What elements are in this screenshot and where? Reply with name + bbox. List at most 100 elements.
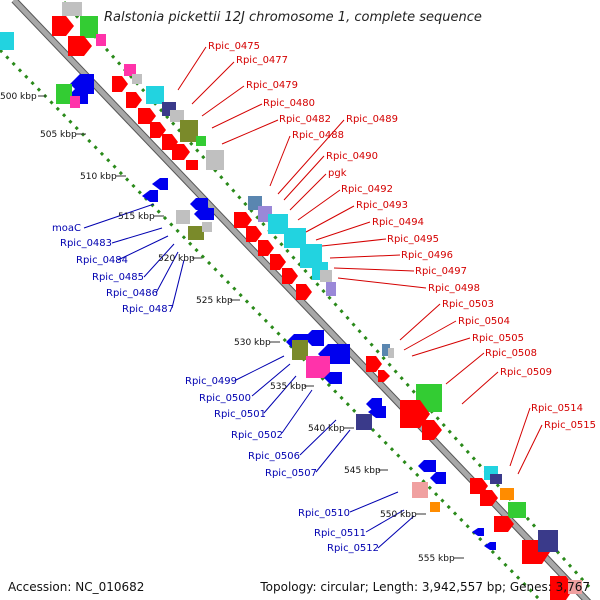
gene-arrow bbox=[112, 76, 128, 92]
gene-block bbox=[206, 150, 224, 170]
scale-label: 555 kbp bbox=[418, 554, 455, 564]
scale-label: 510 kbp bbox=[80, 172, 117, 182]
gene-block bbox=[70, 96, 80, 108]
gene-label: Rpic_0479 bbox=[246, 80, 298, 91]
gene-label: Rpic_0487 bbox=[122, 304, 174, 315]
gene-arrow bbox=[480, 490, 498, 506]
scale-label: 540 kbp bbox=[308, 424, 345, 434]
gene-arrow bbox=[422, 420, 442, 440]
gene-label: Rpic_0485 bbox=[92, 272, 144, 283]
gene-label: Rpic_0514 bbox=[531, 403, 583, 414]
gene-label: Rpic_0495 bbox=[387, 234, 439, 245]
gene-label: Rpic_0494 bbox=[372, 217, 424, 228]
gene-arrow bbox=[494, 516, 514, 532]
gene-arrow bbox=[484, 542, 496, 550]
gene-block bbox=[80, 16, 98, 38]
gene-label: Rpic_0508 bbox=[485, 348, 537, 359]
scale-label: 500 kbp bbox=[0, 92, 37, 102]
gene-arrow bbox=[234, 212, 252, 228]
gene-label: Rpic_0505 bbox=[472, 333, 524, 344]
gene-block bbox=[176, 210, 190, 224]
scale-label: 535 kbp bbox=[270, 382, 307, 392]
gene-label: Rpic_0511 bbox=[314, 528, 366, 539]
gene-block bbox=[356, 414, 372, 430]
gene-arrow bbox=[324, 372, 342, 384]
gene-label: Rpic_0475 bbox=[208, 41, 260, 52]
gene-label: Rpic_0502 bbox=[231, 430, 283, 441]
gene-block bbox=[180, 120, 198, 142]
gene-block bbox=[430, 502, 440, 512]
gene-label: Rpic_0486 bbox=[106, 288, 158, 299]
gene-arrow bbox=[126, 92, 142, 108]
gene-label: Rpic_0498 bbox=[428, 283, 480, 294]
gene-label: Rpic_0493 bbox=[356, 200, 408, 211]
gene-block bbox=[412, 482, 428, 498]
reverse-genes bbox=[0, 32, 496, 550]
gene-block bbox=[490, 474, 502, 484]
forward-genes bbox=[52, 2, 582, 600]
gene-block bbox=[268, 214, 288, 234]
gene-arrow bbox=[368, 406, 386, 418]
gene-block bbox=[132, 74, 142, 84]
gene-block bbox=[124, 64, 136, 76]
blue-leader-lines bbox=[83, 203, 415, 549]
gene-arrow bbox=[418, 460, 436, 472]
reverse-gene-labels: moaC Rpic_0483 Rpic_0484 Rpic_0485 Rpic_… bbox=[52, 223, 379, 554]
gene-label: Rpic_0499 bbox=[185, 376, 237, 387]
scale-label: 525 kbp bbox=[196, 296, 233, 306]
gene-label: Rpic_0497 bbox=[415, 266, 467, 277]
gene-label: Rpic_0509 bbox=[500, 367, 552, 378]
scale-ticks bbox=[38, 95, 464, 559]
gene-block bbox=[320, 270, 332, 282]
gene-block bbox=[292, 340, 308, 360]
gene-label: Rpic_0504 bbox=[458, 316, 510, 327]
gene-block bbox=[196, 136, 206, 146]
gene-label: pgk bbox=[328, 168, 347, 179]
gene-block bbox=[0, 32, 14, 50]
gene-block bbox=[146, 86, 164, 104]
gene-arrow bbox=[142, 190, 158, 202]
scale-label: 545 kbp bbox=[344, 466, 381, 476]
chromosome-backbone bbox=[12, 0, 590, 600]
gene-block bbox=[382, 344, 390, 356]
gene-block bbox=[500, 488, 514, 500]
gene-label: Rpic_0484 bbox=[76, 255, 128, 266]
gene-label: Rpic_0510 bbox=[298, 508, 350, 519]
gene-arrow bbox=[304, 330, 324, 346]
scale-label: 520 kbp bbox=[158, 254, 195, 264]
gene-block bbox=[388, 348, 394, 358]
gene-label: Rpic_0512 bbox=[327, 543, 379, 554]
gene-label: Rpic_0480 bbox=[263, 98, 315, 109]
gene-arrow bbox=[258, 240, 274, 256]
gene-block bbox=[284, 228, 306, 248]
gene-label: Rpic_0488 bbox=[292, 130, 344, 141]
gene-arrow bbox=[282, 268, 298, 284]
gene-arrow bbox=[190, 198, 208, 210]
gene-block bbox=[538, 530, 558, 552]
gene-block bbox=[56, 84, 72, 104]
gene-arrow bbox=[430, 472, 446, 484]
gene-arrow bbox=[472, 528, 484, 536]
gene-block bbox=[188, 226, 204, 240]
scale-label: 530 kbp bbox=[234, 338, 271, 348]
gene-label: Rpic_0501 bbox=[214, 409, 266, 420]
gene-label: Rpic_0477 bbox=[236, 55, 288, 66]
gene-label: Rpic_0503 bbox=[442, 299, 494, 310]
gene-block bbox=[568, 580, 582, 594]
gene-block bbox=[62, 2, 82, 16]
gene-arrow bbox=[194, 208, 214, 220]
gene-label: moaC bbox=[52, 223, 81, 234]
gene-arrow bbox=[172, 144, 190, 160]
scale-label: 550 kbp bbox=[380, 510, 417, 520]
gene-arrow bbox=[52, 16, 74, 36]
gene-arrow bbox=[378, 370, 390, 382]
gene-label: Rpic_0482 bbox=[279, 114, 331, 125]
inner-track-line bbox=[0, 48, 542, 600]
map-title: Ralstonia pickettii 12J chromosome 1, co… bbox=[104, 10, 482, 25]
gene-label: Rpic_0507 bbox=[265, 468, 317, 479]
gene-block bbox=[306, 356, 330, 378]
gene-block bbox=[202, 222, 212, 232]
gene-label: Rpic_0506 bbox=[248, 451, 300, 462]
gene-arrow bbox=[138, 108, 156, 124]
